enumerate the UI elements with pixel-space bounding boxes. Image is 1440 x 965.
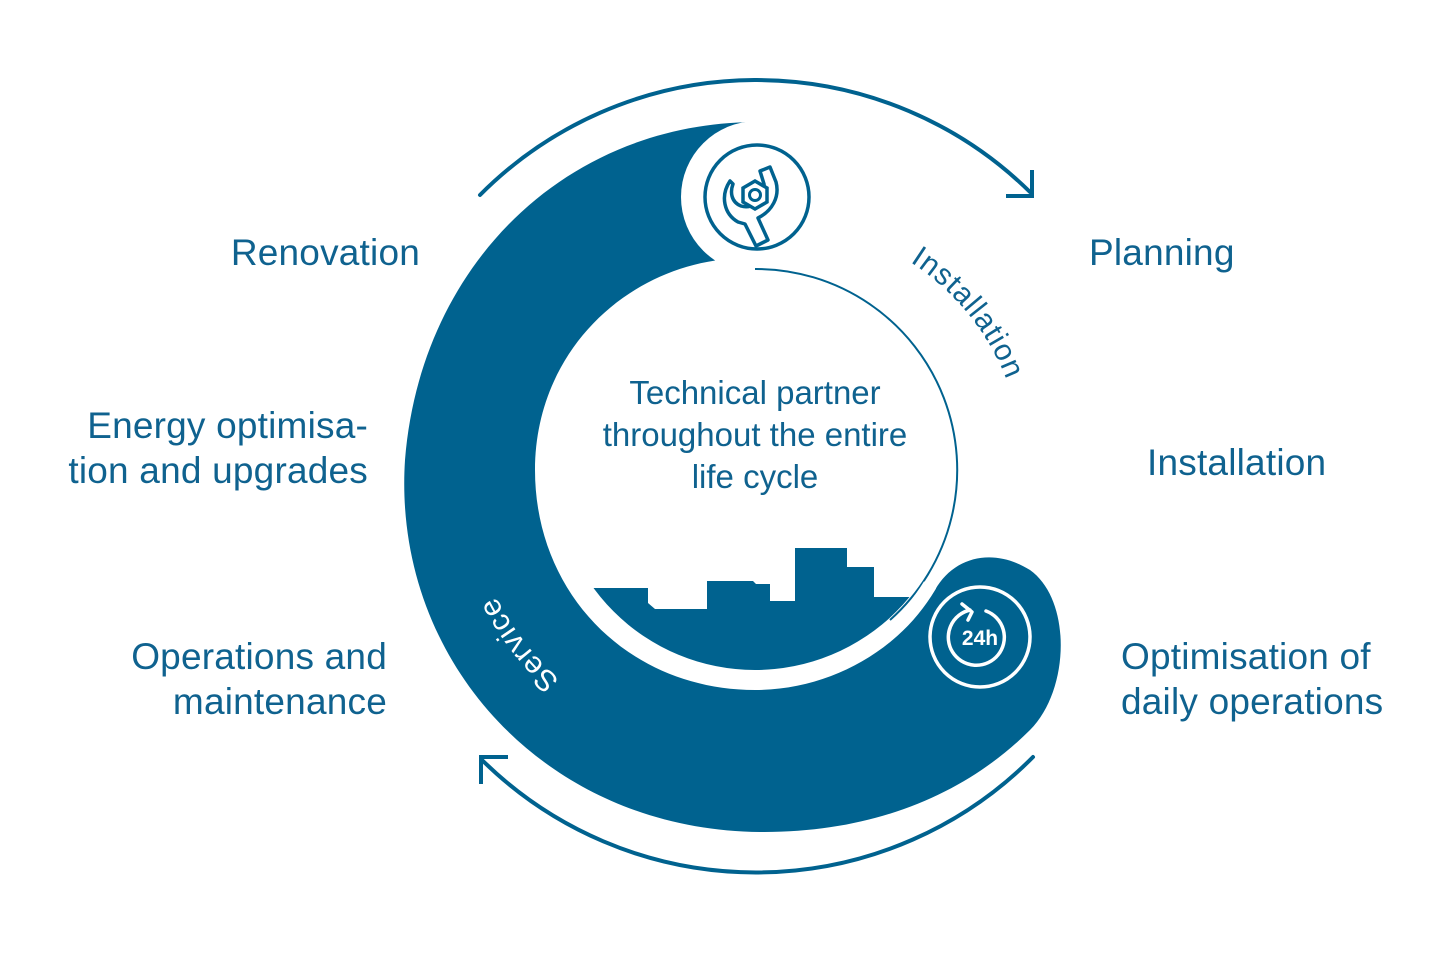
wrench-nut-icon (703, 143, 811, 251)
svg-text:24h: 24h (962, 627, 998, 650)
stage-energy-optimisation: Energy optimisa- tion and upgrades (68, 405, 368, 491)
24h-clock-icon: 24h (928, 585, 1032, 689)
stage-installation: Installation (1147, 442, 1327, 483)
top-arrow-icon (478, 78, 1034, 198)
center-title: Technical partner throughout the entire … (602, 374, 908, 495)
bottom-arrow-icon (479, 755, 1035, 875)
stage-optimisation-daily: Optimisation of daily operations (1121, 636, 1384, 722)
stage-renovation: Renovation (230, 232, 420, 273)
stage-operations-maintenance: Operations and maintenance (131, 636, 387, 722)
stage-planning: Planning (1089, 232, 1235, 273)
city-skyline-icon (560, 548, 955, 670)
